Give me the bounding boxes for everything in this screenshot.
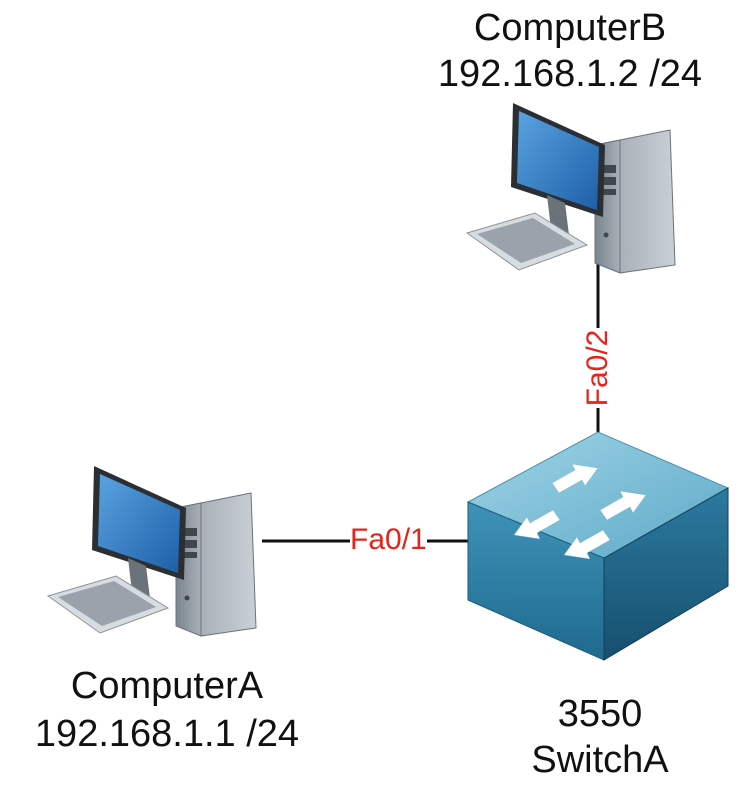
computer-icon [465, 103, 676, 274]
port-label-fa0-1: Fa0/1 [350, 523, 427, 556]
switch-model: 3550 [557, 693, 643, 735]
computer-a-ip: 192.168.1.1 /24 [34, 713, 300, 755]
computer-b-ip: 192.168.1.2 /24 [437, 53, 703, 95]
port-label-fa0-2: Fa0/2 [581, 328, 614, 408]
computer-b-name: ComputerB [473, 7, 667, 49]
computer-icon [46, 466, 257, 637]
switch-name: SwitchA [531, 739, 669, 781]
switch-icon [466, 431, 730, 661]
computer-a-name: ComputerA [70, 665, 264, 707]
